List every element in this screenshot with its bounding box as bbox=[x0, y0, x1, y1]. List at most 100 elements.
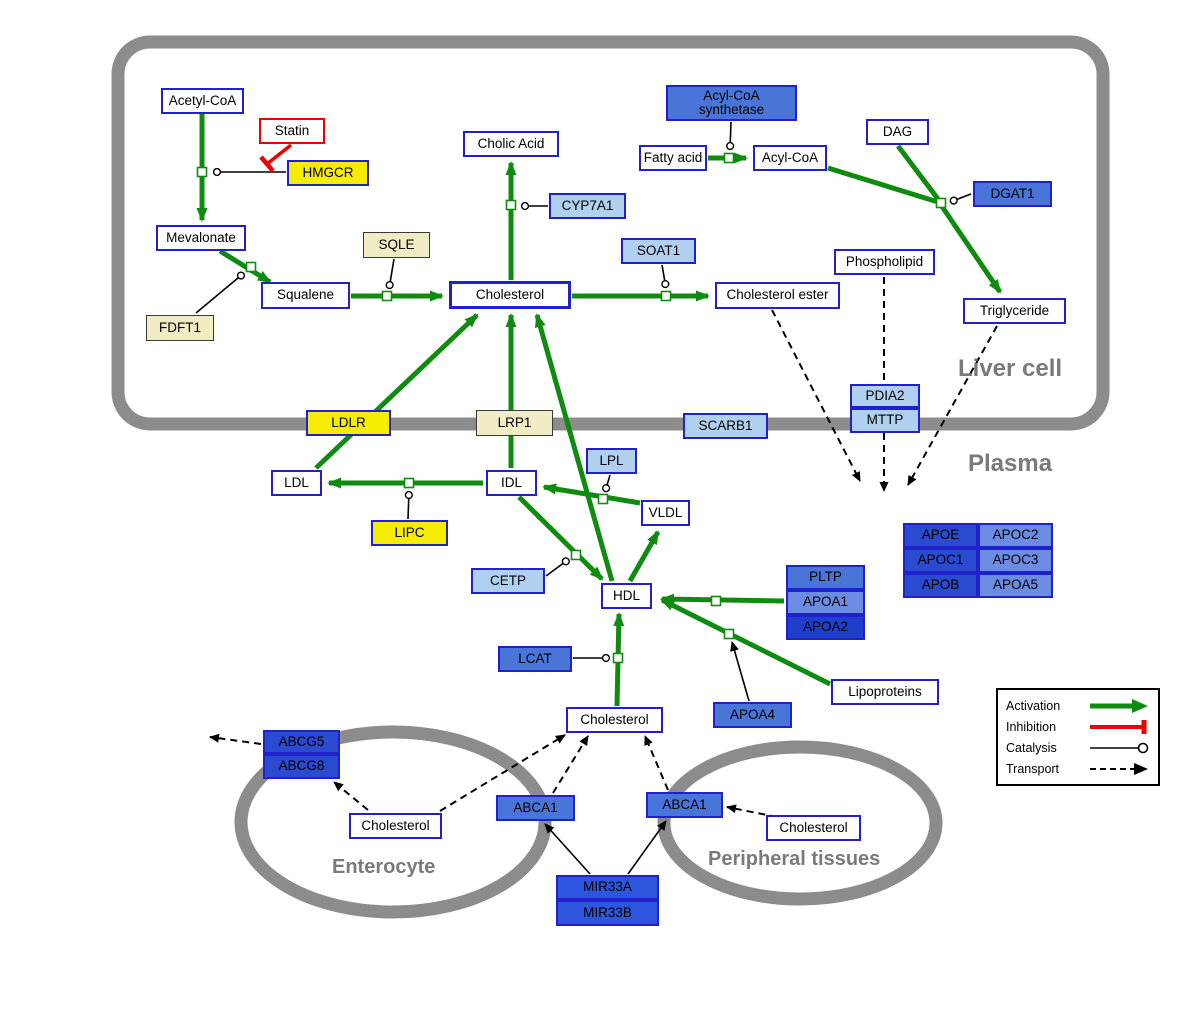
edge-abca1left-cholesterol bbox=[552, 735, 589, 794]
node-mir33a[interactable]: MIR33A bbox=[556, 875, 659, 900]
legend-activation-label: Activation bbox=[1006, 698, 1061, 713]
edge-acylcoa-junction bbox=[827, 165, 939, 205]
node-apoa4[interactable]: APOA4 bbox=[713, 702, 792, 728]
node-acyl-coa-synthetase[interactable]: Acyl-CoA synthetase bbox=[666, 85, 797, 121]
edge-abca1right-cholesterol bbox=[644, 735, 669, 791]
node-apoa1[interactable]: APOA1 bbox=[786, 590, 865, 615]
peripheral-tissues-label: Peripheral tissues bbox=[708, 848, 881, 870]
node-hdl[interactable]: HDL bbox=[601, 583, 652, 609]
junction bbox=[403, 477, 415, 489]
node-lcat[interactable]: LCAT bbox=[498, 646, 572, 672]
node-cyp7a1[interactable]: CYP7A1 bbox=[549, 193, 626, 219]
node-apoa5[interactable]: APOA5 bbox=[978, 573, 1053, 598]
legend-transport-label: Transport bbox=[1006, 761, 1060, 776]
node-idl[interactable]: IDL bbox=[486, 470, 537, 496]
edge-mir33-abca1-left bbox=[544, 823, 591, 875]
edge-lipoproteins-hdl-lower bbox=[660, 597, 832, 687]
node-dgat1[interactable]: DGAT1 bbox=[973, 181, 1052, 207]
junction bbox=[710, 595, 722, 607]
node-soat1[interactable]: SOAT1 bbox=[621, 238, 696, 264]
edge-peripheral-cholesterol-abca1 bbox=[726, 804, 778, 818]
liver-cell-membrane bbox=[111, 35, 1110, 431]
node-apoe[interactable]: APOE bbox=[903, 523, 978, 548]
junction bbox=[381, 290, 393, 302]
junction bbox=[245, 261, 257, 273]
reaction-junctions bbox=[196, 152, 947, 664]
node-ldl[interactable]: LDL bbox=[271, 470, 322, 496]
node-sqle[interactable]: SQLE bbox=[363, 232, 430, 258]
node-cholesterol-peripheral[interactable]: Cholesterol bbox=[766, 815, 861, 841]
node-mevalonate[interactable]: Mevalonate bbox=[156, 225, 246, 251]
inhibition-edge-statin-hmgcr bbox=[259, 143, 293, 173]
node-acyl-coa[interactable]: Acyl-CoA bbox=[753, 145, 827, 171]
edge-cholesterolester-secretion bbox=[771, 309, 861, 482]
node-vldl[interactable]: VLDL bbox=[641, 500, 690, 526]
edge-abcg58-excretion bbox=[209, 733, 262, 745]
edge-dgat1-catalysis bbox=[949, 193, 972, 205]
edge-enterocyte-cholesterol-plasma bbox=[439, 734, 566, 812]
node-cholesterol-enterocyte[interactable]: Cholesterol bbox=[349, 813, 442, 839]
transport-edges bbox=[209, 277, 998, 818]
node-triglyceride[interactable]: Triglyceride bbox=[963, 298, 1066, 324]
edge-sqle-catalysis bbox=[385, 258, 395, 290]
edge-lipc-catalysis bbox=[404, 490, 413, 520]
edge-soat1-catalysis bbox=[661, 264, 670, 289]
junction bbox=[660, 290, 672, 302]
node-acetyl-coa[interactable]: Acetyl-CoA bbox=[161, 88, 244, 114]
edge-idl-hdl bbox=[517, 495, 604, 581]
node-scarb1[interactable]: SCARB1 bbox=[683, 413, 768, 439]
node-cholesterol-liver[interactable]: Cholesterol bbox=[449, 281, 571, 309]
legend-row-catalysis: Catalysis bbox=[1006, 738, 1150, 757]
edge-mir33-abca1-right bbox=[627, 820, 667, 875]
junction bbox=[935, 197, 947, 209]
legend-catalysis-label: Catalysis bbox=[1006, 740, 1057, 755]
edge-hdl-vldl bbox=[627, 530, 661, 583]
node-abcg8[interactable]: ABCG8 bbox=[263, 754, 340, 779]
junction bbox=[723, 152, 735, 164]
node-fdft1[interactable]: FDFT1 bbox=[146, 315, 214, 341]
node-squalene[interactable]: Squalene bbox=[261, 282, 350, 309]
activation-arrow-icon bbox=[1090, 698, 1148, 713]
node-apoc3[interactable]: APOC3 bbox=[978, 548, 1053, 573]
node-pltp[interactable]: PLTP bbox=[786, 565, 865, 590]
edge-acylcoasynthetase-catalysis bbox=[726, 121, 735, 151]
node-lipoproteins[interactable]: Lipoproteins bbox=[831, 679, 939, 705]
node-lpl[interactable]: LPL bbox=[586, 448, 637, 474]
edge-triglyceride-secretion bbox=[907, 325, 998, 486]
junction bbox=[570, 549, 582, 561]
plasma-label: Plasma bbox=[968, 450, 1053, 477]
node-statin[interactable]: Statin bbox=[259, 118, 325, 144]
node-dag[interactable]: DAG bbox=[866, 119, 929, 145]
node-apob[interactable]: APOB bbox=[903, 573, 978, 598]
edge-hdl-cholesterol bbox=[534, 313, 615, 582]
node-apoa2[interactable]: APOA2 bbox=[786, 615, 865, 640]
legend-row-inhibition: Inhibition bbox=[1006, 717, 1150, 736]
node-abca1-enterocyte[interactable]: ABCA1 bbox=[496, 795, 575, 821]
legend-row-transport: Transport bbox=[1006, 759, 1150, 778]
node-fatty-acid[interactable]: Fatty acid bbox=[639, 145, 707, 171]
node-mttp[interactable]: MTTP bbox=[850, 408, 920, 433]
node-cholic-acid[interactable]: Cholic Acid bbox=[463, 131, 559, 157]
node-cetp[interactable]: CETP bbox=[471, 568, 545, 594]
node-lrp1[interactable]: LRP1 bbox=[476, 410, 553, 436]
catalysis-edges bbox=[195, 121, 972, 875]
node-ldlr[interactable]: LDLR bbox=[306, 410, 391, 436]
node-abca1-peripheral[interactable]: ABCA1 bbox=[646, 792, 723, 818]
enterocyte-label: Enterocyte bbox=[332, 856, 436, 878]
node-pdia2[interactable]: PDIA2 bbox=[850, 384, 920, 408]
node-hmgcr[interactable]: HMGCR bbox=[287, 160, 369, 186]
node-apoc1[interactable]: APOC1 bbox=[903, 548, 978, 573]
node-lipc[interactable]: LIPC bbox=[371, 520, 448, 546]
node-cholesterol-ester[interactable]: Cholesterol ester bbox=[715, 282, 840, 309]
node-abcg5[interactable]: ABCG5 bbox=[263, 730, 340, 754]
membranes bbox=[111, 35, 1110, 919]
node-phospholipid[interactable]: Phospholipid bbox=[834, 249, 935, 275]
node-apoc2[interactable]: APOC2 bbox=[978, 523, 1053, 548]
edge-ldl-ldlr-cholesterol bbox=[314, 313, 479, 470]
node-cholesterol-plasma[interactable]: Cholesterol bbox=[566, 707, 663, 733]
edge-fdft1-catalysis bbox=[195, 271, 246, 314]
node-mir33b[interactable]: MIR33B bbox=[556, 900, 659, 926]
junction bbox=[597, 493, 609, 505]
